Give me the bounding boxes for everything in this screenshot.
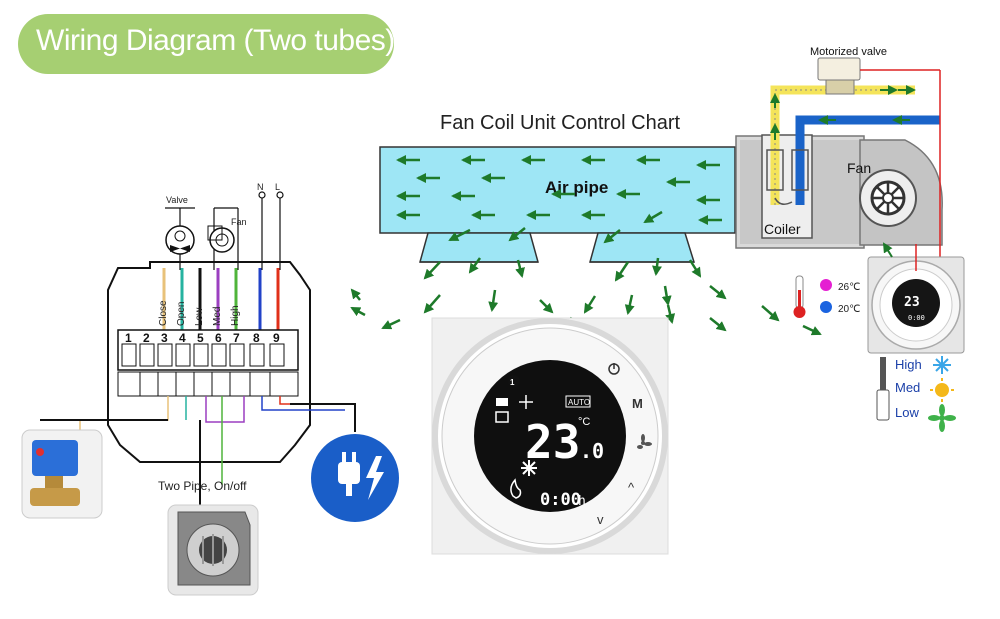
small-temp-readout: 23 bbox=[904, 295, 920, 310]
terminal-8: 8 bbox=[253, 331, 260, 345]
speed-med-label: Med bbox=[895, 380, 920, 395]
blower-photo bbox=[167, 504, 259, 596]
speed-legend bbox=[876, 356, 956, 432]
fan-leaf-icon bbox=[928, 404, 956, 432]
terminal-5: 5 bbox=[197, 331, 204, 345]
down-button[interactable]: v bbox=[597, 512, 604, 527]
wire-label-low: Low bbox=[194, 307, 205, 326]
lcd-snowflake-icon bbox=[521, 460, 537, 476]
up-button[interactable]: ^ bbox=[628, 480, 635, 495]
cold-temp-label: 20℃ bbox=[838, 304, 860, 315]
coiler-label: Coiler bbox=[764, 221, 801, 237]
info-badge: 1 bbox=[510, 378, 515, 387]
main-temp-readout: 23 bbox=[525, 415, 580, 469]
speed-high-label: High bbox=[895, 357, 922, 372]
terminal-2: 2 bbox=[143, 331, 150, 345]
hot-temp-label: 26℃ bbox=[838, 282, 860, 293]
main-time-unit: h bbox=[578, 494, 586, 509]
air-flow-arrows bbox=[350, 155, 822, 336]
wire-label-close: Close bbox=[158, 300, 169, 326]
main-thermostat bbox=[431, 317, 669, 555]
schematic-n-label: N bbox=[257, 182, 264, 192]
schematic-valve-label: Valve bbox=[166, 195, 188, 205]
snowflake-icon bbox=[933, 356, 951, 374]
terminal-1: 1 bbox=[125, 331, 132, 345]
lcd-flame-icon bbox=[510, 478, 522, 499]
main-temp-decimal: .0 bbox=[580, 439, 604, 463]
air-pipe-duct bbox=[379, 146, 736, 263]
motorized-valve bbox=[817, 57, 941, 262]
small-time-readout: 0:00 bbox=[908, 314, 925, 322]
chart-title: Fan Coil Unit Control Chart bbox=[440, 112, 681, 134]
wire-label-med: Med bbox=[212, 307, 223, 326]
wiring-schematic bbox=[40, 191, 356, 505]
power-plug-icon bbox=[311, 434, 399, 522]
schematic-fan-label: Fan bbox=[231, 217, 247, 227]
wiring-caption: Two Pipe, On/off bbox=[158, 479, 247, 493]
motorized-valve-label: Motorized valve bbox=[810, 46, 887, 58]
valve-photo bbox=[21, 429, 103, 519]
fan-unit-label: Fan bbox=[847, 160, 871, 176]
cold-dot bbox=[820, 301, 832, 313]
terminal-7: 7 bbox=[233, 331, 240, 345]
page-title: Wiring Diagram (Two tubes) : bbox=[36, 24, 411, 57]
title-banner bbox=[18, 14, 394, 74]
main-temp-unit: °C bbox=[578, 416, 590, 428]
temp-legend bbox=[793, 275, 832, 318]
mode-m-button[interactable]: M bbox=[632, 396, 643, 411]
small-thermostat bbox=[867, 242, 965, 354]
mode-badge: AUTO bbox=[568, 398, 590, 407]
schematic-l-label: L bbox=[275, 182, 280, 192]
hot-dot bbox=[820, 279, 832, 291]
sun-icon bbox=[930, 378, 954, 402]
wire-label-open: Open bbox=[176, 302, 187, 326]
terminal-6: 6 bbox=[215, 331, 222, 345]
speed-low-label: Low bbox=[895, 405, 919, 420]
terminal-9: 9 bbox=[273, 331, 280, 345]
fan-button-icon bbox=[637, 434, 652, 449]
terminal-4: 4 bbox=[179, 331, 186, 345]
wire-label-high: High bbox=[230, 305, 241, 326]
terminal-3: 3 bbox=[161, 331, 168, 345]
main-time-readout: 0:00 bbox=[540, 490, 581, 510]
coil-pipes bbox=[766, 85, 940, 205]
